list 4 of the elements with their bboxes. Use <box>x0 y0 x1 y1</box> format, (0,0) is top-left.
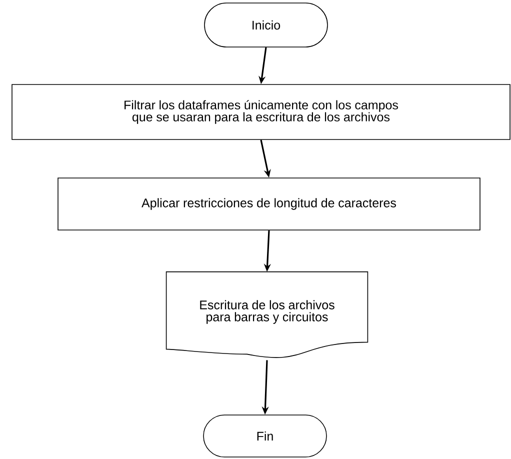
process-box: Filtrar los dataframes únicamente con los campos que se usaran para la escritura de los archivos <box>12 84 510 140</box>
terminal-box: Inicio <box>204 2 328 48</box>
terminal-box: Fin <box>203 414 327 458</box>
process-box: Aplicar restricciones de longitud de caracteres <box>58 178 480 230</box>
